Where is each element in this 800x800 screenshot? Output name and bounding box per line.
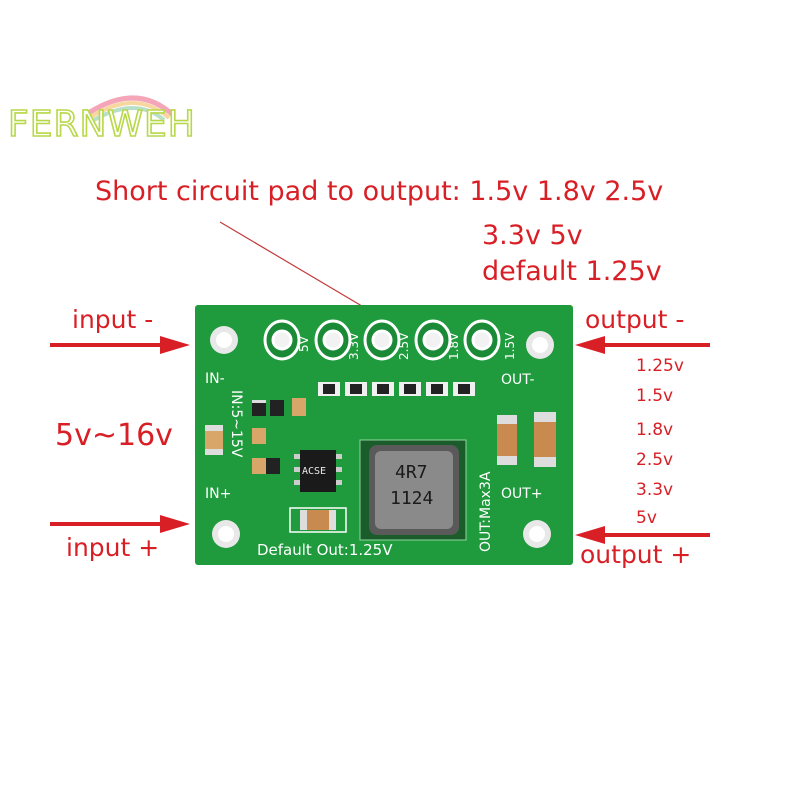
mounting-hole-bl [212,520,240,548]
pad-label-1v5: 1.5V [503,332,517,360]
regulator-ic: ACSE [294,450,342,492]
output-minus-arrow [575,336,710,354]
pad-labels: 5V 3.3V 2.5V 1.8V 1.5V [297,332,517,360]
output-capacitors [497,412,556,467]
logo-text: FERNWEH [8,104,196,145]
output-plus-label: output + [580,540,692,569]
inductor-marking-bottom: 1124 [390,488,433,509]
headline-line-2: 3.3v 5v [482,220,583,251]
mounting-hole-tl [210,326,238,354]
headline-line-3: default 1.25v [482,256,662,287]
inductor: 4R7 1124 [359,439,467,541]
silk-out-minus: OUT- [501,372,535,388]
mounting-hole-br [523,520,551,548]
inductor-marking-top: 4R7 [395,462,428,483]
fernweh-logo: FERNWEH [7,95,196,146]
resistor-row [318,382,475,396]
silk-in-range: IN:5~15V [228,390,244,458]
pointer-line [219,221,373,313]
left-components [205,398,306,474]
silk-out-max: OUT:Max3A [478,471,494,552]
output-voltage-6: 5v [636,508,657,528]
silk-out-plus: OUT+ [501,486,543,502]
input-voltage-range: 5v~16v [55,418,173,453]
input-minus-label: input - [72,305,154,334]
output-voltage-3: 1.8v [636,420,674,440]
silk-in-plus: IN+ [205,486,231,502]
pad-label-3v3: 3.3V [347,332,361,360]
ic-marking: ACSE [302,466,326,477]
input-minus-arrow [50,336,190,354]
jumper-pads [263,319,501,361]
output-voltage-1: 1.25v [636,356,684,376]
output-voltage-4: 2.5v [636,450,674,470]
output-voltage-5: 3.3v [636,480,674,500]
output-voltage-2: 1.5v [636,386,674,406]
input-capacitor [289,507,347,533]
pad-label-1v8: 1.8V [447,332,461,360]
silk-default-out: Default Out:1.25V [257,541,393,559]
input-plus-arrow [50,515,190,533]
output-minus-label: output - [585,305,685,334]
pcb-board [195,305,573,565]
mounting-hole-tr [526,331,554,359]
pad-label-2v5: 2.5V [397,332,411,360]
silk-in-minus: IN- [205,371,225,387]
output-plus-arrow [575,526,710,544]
input-plus-label: input + [66,533,160,562]
pad-label-5v: 5V [297,335,311,352]
headline-line-1: Short circuit pad to output: 1.5v 1.8v 2… [95,176,664,207]
